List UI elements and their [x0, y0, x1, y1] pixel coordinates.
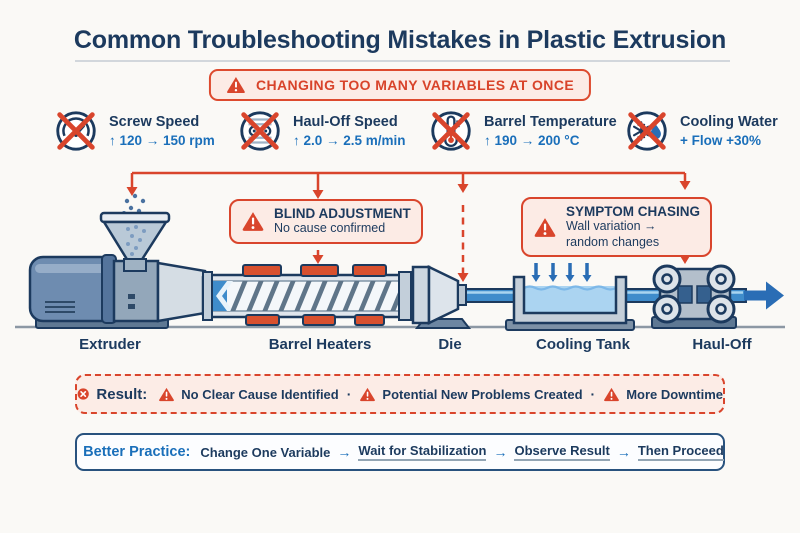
gauge-crossed-icon	[56, 111, 96, 151]
dot-separator: ·	[346, 386, 352, 402]
warning-triangle-icon	[159, 387, 175, 401]
warning-triangle-icon	[227, 77, 245, 93]
die-graphic	[411, 265, 472, 329]
haul-off-rollers	[652, 264, 736, 324]
practice-step: Change One Variable	[200, 444, 331, 460]
variable-value: ↑ 2.0 → 2.5 m/min	[293, 133, 406, 148]
heater-band	[352, 264, 387, 277]
page-title: Common Troubleshooting Mistakes in Plast…	[73, 26, 727, 54]
warning-banner-label: CHANGING TOO MANY VARIABLES AT ONCE	[255, 77, 575, 93]
haul-off-graphic	[651, 264, 737, 329]
heater-bands	[242, 264, 387, 326]
callout-body: Wall variation →	[566, 219, 657, 233]
variable-name: Cooling Water	[680, 114, 778, 130]
title-divider	[75, 60, 730, 62]
result-item-text: Potential New Problems Created	[382, 386, 583, 402]
practice-step: Wait for Stabilization	[358, 443, 487, 461]
variable-haul-off-speed: Haul-Off Speed ↑ 2.0 → 2.5 m/min	[236, 107, 406, 155]
machine-label-extruder: Extruder	[79, 336, 141, 353]
callout-title: SYMPTOM CHASING	[566, 204, 701, 219]
variable-name: Barrel Temperature	[484, 114, 617, 130]
callout-body: No cause confirmed	[274, 221, 386, 235]
heater-band	[245, 314, 280, 326]
extruder-graphic	[28, 254, 169, 329]
result-item: More Downtime	[603, 387, 723, 402]
cooling-tank-graphic	[505, 275, 635, 331]
heater-band	[300, 264, 339, 277]
heater-band	[242, 264, 282, 277]
warning-triangle-icon	[534, 217, 556, 237]
variable-value: ↑ 120 → 150 rpm	[109, 133, 215, 148]
warning-triangle-icon	[604, 387, 620, 401]
heater-band	[302, 314, 336, 326]
practice-step: Observe Result	[514, 443, 610, 461]
machine-label-die: Die	[438, 336, 462, 353]
machine-label-haul-off: Haul-Off	[692, 336, 752, 353]
variable-value: ↑ 190 → 200 °C	[484, 133, 580, 148]
symptom-chasing-callout: SYMPTOM CHASING Wall variation → random …	[521, 197, 713, 258]
flow-arrow-icon	[744, 281, 784, 310]
blind-adjustment-callout: BLIND ADJUSTMENT No cause confirmed	[229, 199, 423, 244]
result-item: No Clear Cause Identified	[158, 386, 339, 402]
variable-value: + Flow +30%	[680, 133, 762, 148]
better-practice-label: Better Practice:	[83, 444, 191, 460]
feed-collar-graphic	[156, 261, 207, 323]
variable-name: Screw Speed	[109, 114, 200, 130]
variable-cooling-water: Cooling Water + Flow +30%	[623, 107, 778, 155]
arrow-separator: →	[337, 444, 352, 460]
variable-name: Haul-Off Speed	[293, 114, 398, 130]
snowflake-drop-crossed-icon	[627, 111, 667, 151]
barrel-graphic	[201, 271, 413, 321]
callout-title: BLIND ADJUSTMENT	[274, 206, 411, 221]
machine-label-barrel-heaters: Barrel Heaters	[268, 336, 372, 353]
warning-triangle-icon	[242, 211, 264, 231]
variable-barrel-temperature: Barrel Temperature ↑ 190 → 200 °C	[427, 107, 617, 155]
arrow-separator: →	[616, 444, 631, 460]
arrow-separator: →	[493, 444, 508, 460]
variable-screw-speed: Screw Speed ↑ 120 → 150 rpm	[52, 107, 215, 155]
result-label: Result:	[96, 385, 148, 403]
result-box: Result: No Clear Cause Identified · Pote…	[75, 374, 725, 414]
pellets-in-hopper	[126, 225, 146, 256]
water-arrowheads	[531, 275, 592, 282]
screw-flights	[209, 281, 405, 311]
connector-arrowheads	[126, 181, 691, 282]
callout-body: random changes	[566, 234, 660, 249]
extrusion-line-diagram	[15, 171, 785, 331]
result-item: Potential New Problems Created	[359, 386, 583, 402]
hopper-graphic	[99, 193, 171, 272]
result-item-text: More Downtime	[626, 386, 723, 402]
dot-separator: ·	[590, 386, 596, 402]
result-item-text: No Clear Cause Identified	[181, 386, 339, 402]
machine-label-cooling-tank: Cooling Tank	[536, 336, 630, 353]
heater-band	[354, 314, 385, 326]
better-practice-box: Better Practice: Change One Variable → W…	[75, 433, 725, 471]
water-arrows	[534, 263, 589, 275]
water-surface	[523, 285, 617, 291]
warning-triangle-icon	[360, 387, 376, 401]
practice-step: Then Proceed	[637, 443, 724, 461]
x-circle-icon	[77, 388, 89, 400]
thermometer-crossed-icon	[431, 111, 471, 151]
warning-banner: CHANGING TOO MANY VARIABLES AT ONCE	[208, 69, 592, 101]
rollers-crossed-icon	[240, 111, 280, 151]
